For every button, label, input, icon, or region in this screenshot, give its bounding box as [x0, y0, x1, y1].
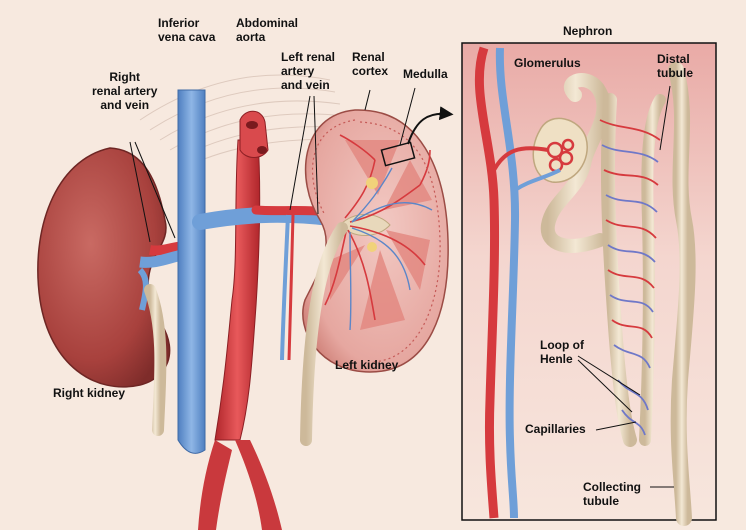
label-renal-cortex: Renal cortex — [352, 50, 389, 78]
label-medulla: Medulla — [403, 67, 448, 81]
inferior-vena-cava-shape — [177, 89, 206, 454]
nephron-inset — [461, 42, 717, 526]
label-abdominal-aorta: Abdominal aorta — [236, 16, 298, 44]
label-capillaries: Capillaries — [525, 422, 586, 436]
label-distal-tubule: Distal tubule — [657, 52, 693, 80]
label-left-kidney: Left kidney — [335, 358, 399, 372]
left-kidney — [300, 109, 449, 446]
label-right-kidney: Right kidney — [53, 386, 126, 400]
label-right-renal-artery-vein: Right renal artery and vein — [92, 70, 158, 112]
label-left-renal-artery-vein: Left renal artery and vein — [281, 50, 336, 92]
label-inferior-vena-cava: Inferior vena cava — [158, 16, 216, 44]
label-glomerulus: Glomerulus — [514, 56, 581, 70]
label-collecting-tubule: Collecting tubule — [583, 480, 642, 508]
inset-title: Nephron — [563, 24, 613, 38]
label-loop-of-henle: Loop of Henle — [540, 338, 584, 366]
